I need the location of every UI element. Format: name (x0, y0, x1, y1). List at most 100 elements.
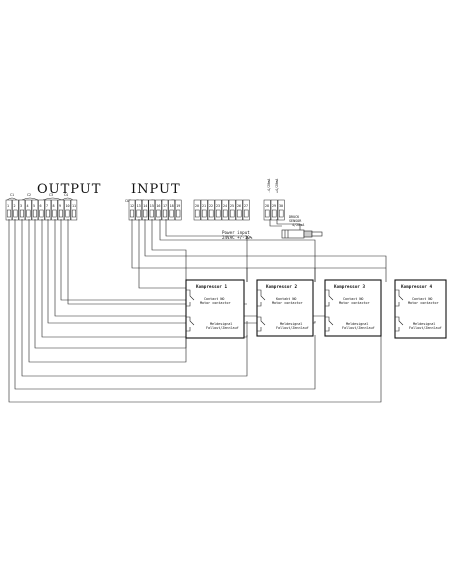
power-terminal-label: 24 (223, 204, 227, 208)
input-terminal-19: 19 (174, 199, 182, 221)
power-terminal-label: 27 (244, 204, 248, 208)
output-terminal-label: 6 (40, 204, 42, 208)
input-terminal-label: 15 (150, 204, 154, 208)
output-terminal-10: 10 (64, 199, 71, 221)
output-terminal-1: 1 (5, 199, 13, 221)
sensor-label-3: 4/20mA (292, 223, 304, 227)
output-terminal-7: 7 (44, 199, 52, 221)
compressor-4-contacts (395, 289, 404, 332)
compressor-1-contact: Contact NO (204, 297, 224, 301)
sensor-terminal-label: 28 (265, 204, 269, 208)
output-terminal-9: 9 (57, 199, 65, 221)
compressor-3-box: Kompressor 3 Contact NO Motor contactor … (324, 279, 382, 337)
input-heading: INPUT (131, 182, 181, 197)
output-terminal-8: 8 (51, 199, 58, 221)
power-terminal-label: 21 (202, 204, 206, 208)
input-group-com: COM (125, 199, 131, 203)
input-terminal-12: 12 (128, 199, 136, 221)
output-group-c1: C1 (10, 193, 14, 197)
compressor-1-contacts (186, 289, 195, 332)
output-group-brackets (6, 197, 74, 201)
output-terminal-3: 3 (18, 199, 26, 221)
compressor-2-title: Kompressor 2 (266, 284, 297, 290)
output-terminal-2: 2 (12, 199, 19, 221)
input-terminal-13: 13 (135, 199, 142, 221)
output-group-c2: C2 (27, 193, 31, 197)
output-terminal-label: 4 (27, 204, 29, 208)
output-terminal-label: 8 (53, 204, 55, 208)
compressor-2-contact-sub: Motor contactor (272, 301, 303, 305)
power-terminal-21: 21 (200, 199, 208, 221)
power-terminal-label: 22 (209, 204, 213, 208)
output-group-c4: C4 (64, 193, 68, 197)
output-terminal-label: 3 (20, 204, 22, 208)
compressor-2-alarm: Meldesignal (280, 322, 302, 326)
compressor-1-alarm-sub: Fallout/Zennlauf (206, 326, 239, 330)
compressor-3-contacts (325, 289, 334, 332)
power-terminal-label: 26 (237, 204, 241, 208)
output-terminal-4: 4 (25, 199, 32, 221)
compressor-3-title: Kompressor 3 (334, 284, 365, 290)
compressor-1-box: Kompressor 1 Contact NO Motor contactor … (185, 279, 245, 339)
pressure-sensor-icon (281, 229, 323, 239)
output-terminal-label: 2 (14, 204, 16, 208)
sensor-terminal-30: 30 (277, 199, 285, 221)
compressor-4-contact: Contact NO (412, 297, 432, 301)
sensor-label-1: DRUCK (289, 215, 300, 219)
sensor-terminal-label: 29 (272, 204, 276, 208)
power-input-spec: 24VAC +/-10% (222, 235, 253, 240)
sensor-minus-label: -4/20mA (267, 179, 271, 193)
output-terminal-label: 9 (59, 204, 61, 208)
compressor-2-contact: Kontakt NO (276, 297, 296, 301)
sensor-terminal-label: 30 (279, 204, 283, 208)
power-terminal-24: 24 (221, 199, 229, 221)
input-terminal-17: 17 (161, 199, 169, 221)
compressor-3-contact-sub: Motor contactor (339, 301, 370, 305)
power-terminal-label: 25 (230, 204, 234, 208)
output-terminal-label: 5 (33, 204, 35, 208)
compressor-4-alarm-sub: Fallout/Zennlauf (409, 326, 442, 330)
power-input-label: Power input (222, 230, 250, 235)
output-terminal-5: 5 (31, 199, 39, 221)
sensor-label-2: SENSOR (289, 219, 302, 223)
input-terminal-18: 18 (168, 199, 175, 221)
input-terminal-label: 14 (143, 204, 147, 208)
input-terminal-label: 17 (163, 204, 167, 208)
sensor-terminal-29: 29 (270, 199, 278, 221)
input-terminal-label: 18 (170, 204, 174, 208)
compressor-2-contacts (257, 289, 266, 332)
input-terminal-16: 16 (155, 199, 162, 221)
power-terminal-label: 20 (195, 204, 199, 208)
input-terminal-label: 16 (156, 204, 160, 208)
output-terminal-label: 11 (72, 204, 76, 208)
compressor-4-title: Kompressor 4 (401, 284, 432, 290)
power-terminal-27: 27 (242, 199, 250, 221)
sensor-plus-label: +4/20mA (275, 179, 279, 193)
compressor-4-box: Kompressor 4 Contact NO Motor contactor … (394, 279, 447, 339)
input-terminal-14: 14 (141, 199, 149, 221)
output-terminal-label: 10 (66, 204, 70, 208)
compressor-1-contact-sub: Motor contactor (200, 301, 231, 305)
output-terminal-11: 11 (70, 199, 78, 221)
power-terminal-25: 25 (228, 199, 236, 221)
output-terminal-label: 1 (7, 204, 9, 208)
output-heading: OUTPUT (37, 182, 101, 197)
compressor-1-title: Kompressor 1 (196, 284, 227, 290)
power-terminal-20: 20 (193, 199, 201, 221)
output-terminal-6: 6 (38, 199, 45, 221)
input-terminal-label: 12 (130, 204, 134, 208)
compressor-3-alarm-sub: Fallout/Zennlauf (342, 326, 375, 330)
output-terminal-label: 7 (46, 204, 48, 208)
compressor-4-alarm: Meldesignal (413, 322, 435, 326)
compressor-2-alarm-sub: Fallout/Zennlauf (276, 326, 309, 330)
power-terminal-22: 22 (207, 199, 215, 221)
power-terminal-23: 23 (214, 199, 222, 221)
wiring (8, 219, 387, 403)
input-terminal-label: 19 (176, 204, 180, 208)
compressor-1-alarm: Meldesignal (210, 322, 232, 326)
compressor-4-contact-sub: Motor contactor (408, 301, 439, 305)
